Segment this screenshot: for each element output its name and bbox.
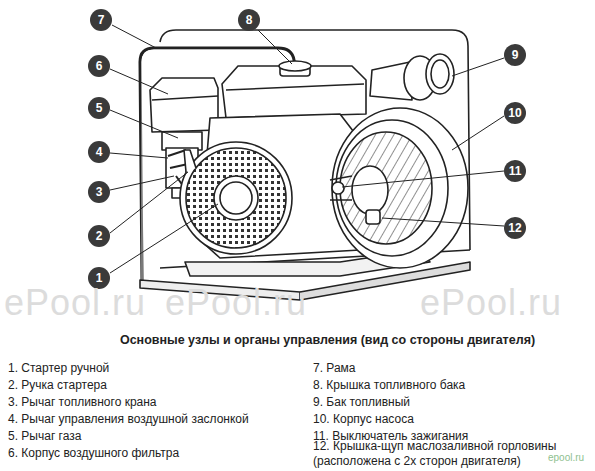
callout-number: 3: [96, 185, 103, 199]
callout-circle: 10: [504, 102, 526, 124]
legend-item: 5. Рычаг газа: [8, 429, 81, 444]
callout-circle: 8: [238, 9, 260, 31]
watermark: ePool.ru: [4, 282, 146, 324]
legend-item: 10. Корпус насоса: [313, 412, 414, 427]
callout-number: 4: [96, 145, 103, 159]
legend-item: 1. Стартер ручной: [8, 361, 109, 376]
callout-number: 5: [96, 101, 103, 115]
callout-number: 7: [98, 13, 105, 27]
callout-number: 9: [512, 48, 519, 62]
legend-item: 4. Рычаг управления воздушной заслонкой: [8, 412, 249, 427]
legend-item: 2. Ручка стартера: [8, 378, 107, 393]
callout-number: 8: [246, 13, 253, 27]
callout-number: 10: [508, 106, 521, 120]
legend-item: 9. Бак топливный: [313, 395, 410, 410]
caption-heading: Основные узлы и органы управления (вид с…: [120, 333, 535, 347]
watermark: ePool.ru: [165, 282, 307, 324]
watermark: epool.ru: [548, 452, 584, 463]
callout-number: 11: [509, 164, 522, 178]
callout-number: 2: [96, 229, 103, 243]
callout-circle: 6: [88, 55, 110, 77]
callout-number: 6: [96, 59, 103, 73]
legend-item: 3. Рычаг топливного крана: [8, 395, 157, 410]
callout-circle: 11: [504, 160, 526, 182]
callout-circle: 12: [504, 217, 526, 239]
callout-circle: 3: [88, 181, 110, 203]
callout-circle: 2: [88, 225, 110, 247]
legend-item: 12. Крышка-щуп маслозаливной горловины (…: [313, 439, 589, 469]
legend-item: 8. Крышка топливного бака: [313, 378, 465, 393]
legend-item: 7. Рама: [313, 361, 356, 376]
callout-circle: 7: [90, 9, 112, 31]
callout-circle: 9: [504, 44, 526, 66]
legend-item: 6. Корпус воздушного фильтра: [8, 446, 179, 461]
callout-circle: 5: [88, 97, 110, 119]
watermark: ePool.ru: [420, 282, 562, 324]
callout-number: 12: [508, 221, 521, 235]
callout-circle: 4: [88, 141, 110, 163]
